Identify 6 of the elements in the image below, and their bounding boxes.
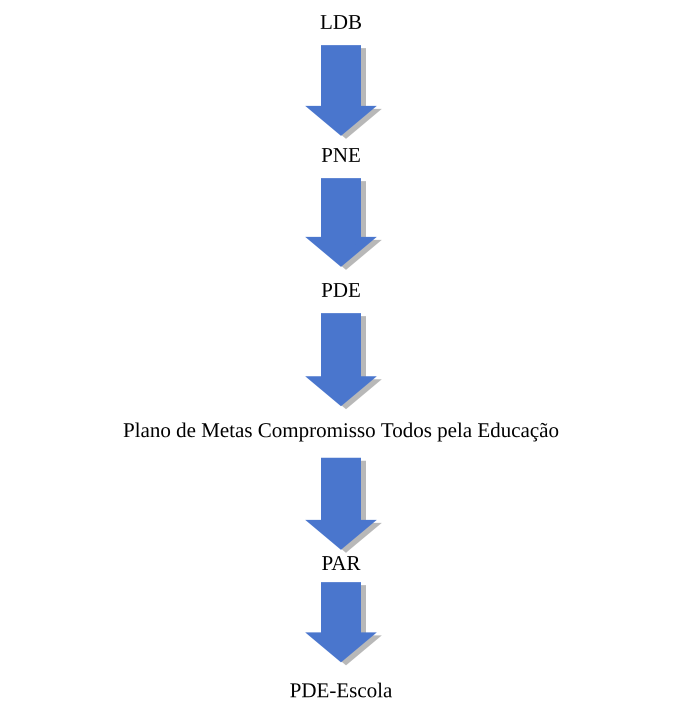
- node-label: PDE-Escola: [290, 682, 392, 698]
- node-label: PDE: [322, 283, 360, 297]
- node-label: Plano de Metas Compromisso Todos pela Educação: [124, 422, 558, 442]
- node-label: PAR: [322, 556, 360, 570]
- node-label: PNE: [322, 148, 360, 162]
- node-label: LDB: [320, 15, 361, 29]
